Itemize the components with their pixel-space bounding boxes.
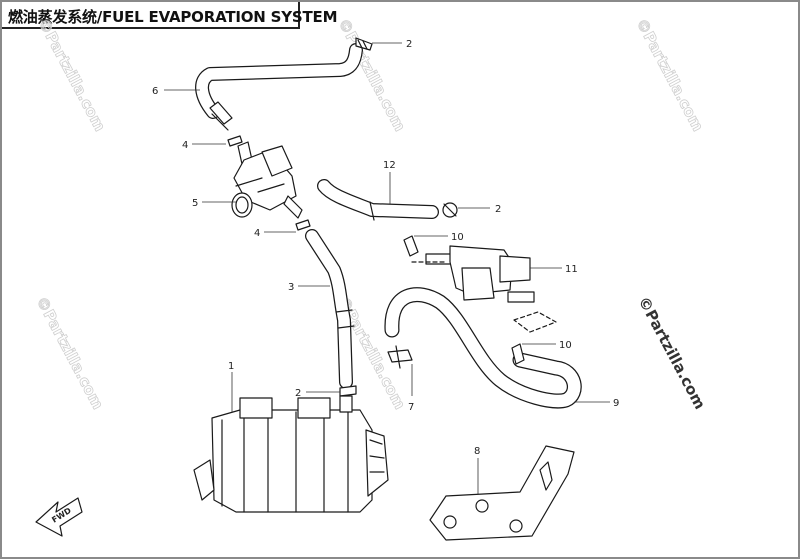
callout-10: 10 (559, 340, 572, 351)
hose-part-6 (195, 43, 363, 131)
valve-part-5 (231, 141, 303, 219)
clip-part-2-right (442, 202, 458, 218)
watermark: ©Partzilla.com (34, 15, 109, 134)
clip-part-2-middle (339, 385, 357, 397)
callout-2: 2 (295, 388, 301, 399)
watermark: ©Partzilla.com (32, 293, 107, 412)
callout-12: 12 (383, 160, 396, 171)
clip-part-4-upper (227, 135, 243, 147)
callout-8: 8 (474, 446, 480, 457)
bracket-part-8 (429, 445, 575, 541)
callout-7: 7 (408, 402, 414, 413)
clip-part-10-lower (511, 343, 525, 365)
title-box: 燃油蒸发系统/FUEL EVAPORATION SYSTEM (2, 2, 338, 29)
fwd-arrow-icon (35, 497, 83, 537)
hose-part-9 (384, 287, 582, 409)
clip-part-4-lower (295, 219, 311, 231)
callout-4: 4 (254, 228, 260, 239)
callout-4: 4 (182, 140, 188, 151)
callout-6: 6 (152, 86, 158, 97)
clip-part-10-upper (403, 235, 419, 257)
clip-part-2-top (355, 37, 373, 51)
callout-9: 9 (613, 398, 619, 409)
page-title: 燃油蒸发系统/FUEL EVAPORATION SYSTEM (8, 8, 338, 26)
callout-1: 1 (228, 361, 234, 372)
callout-2: 2 (406, 39, 412, 50)
canister-part-11 (425, 245, 535, 303)
watermark-dark: ©Partzilla.com (634, 293, 709, 412)
callout-5: 5 (192, 198, 198, 209)
callout-3: 3 (288, 282, 294, 293)
watermark: ©Partzilla.com (632, 15, 707, 134)
callout-11: 11 (565, 264, 578, 275)
clip-part-7 (387, 345, 413, 369)
callout-leaders (164, 42, 610, 494)
hose-part-12 (317, 179, 439, 221)
canister-part-1 (193, 395, 389, 513)
callouts: 2 6 4 5 4 3 12 2 10 11 10 9 1 2 7 8 (152, 39, 619, 457)
callout-10: 10 (451, 232, 464, 243)
hose-part-3 (305, 229, 355, 389)
callout-2: 2 (495, 204, 501, 215)
